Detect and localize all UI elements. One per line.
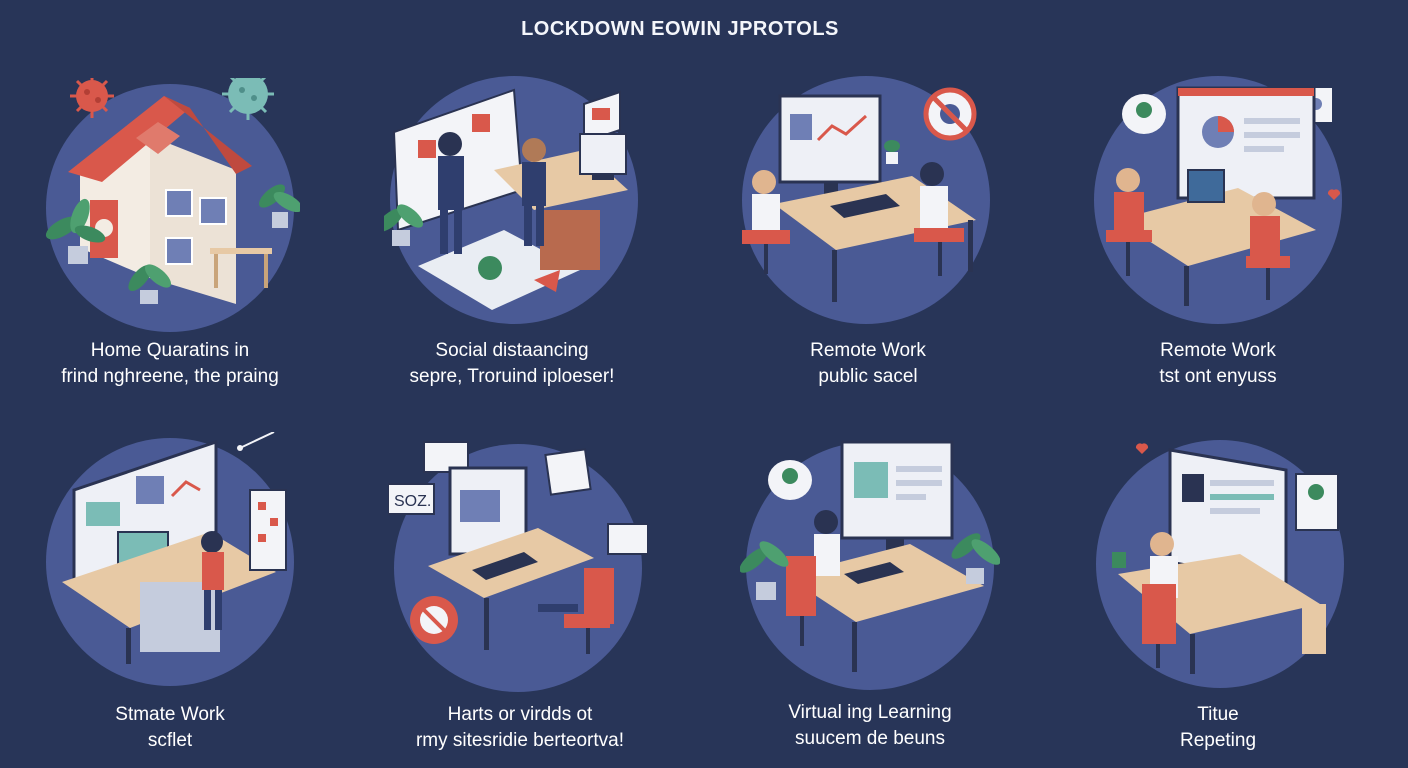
page-title: LOCKDOWN EOWIN JPROTOLS [521,18,839,40]
panel-social-distancing [384,70,644,330]
panel-caption: Harts or virdds ot rmy sitesridie berteo… [415,704,624,751]
virus-icon [70,78,114,118]
plant-icon [951,533,1000,584]
panel-titue-repeting [1090,434,1350,694]
panel-virtual-learning [740,436,1000,696]
no-virus-icon [410,596,458,644]
plant-icon [384,204,424,246]
panel-harts-virdds: SOZ. [388,438,648,698]
panel-caption: Stmate Work scflet [115,704,225,751]
panel-caption: Titue Repeting [1179,704,1257,751]
panel-caption: Social distaancing sepre, Troruind iploe… [409,340,615,387]
panel-caption: Virtual ing Learning suucem de beuns [788,702,952,749]
no-virus-icon [923,87,977,141]
panel-caption: Remote Work public sacel [810,340,926,387]
plant-icon [740,541,789,600]
panel-state-work [40,432,300,692]
panel-caption: Home Quaratins in frind nghreene, the pr… [61,340,279,387]
plant-icon [45,198,106,264]
plant-icon [258,184,300,228]
plant-icon [128,264,172,304]
panel-remote-work-public [736,70,996,330]
learning-icon [740,440,1000,690]
panel-caption: Remote Work tst ont enyuss [1159,340,1277,387]
desk-icon [742,76,990,324]
panel-home-quarantine [40,78,300,338]
virus-icon [222,78,274,120]
panel-remote-work [1088,70,1348,330]
chat-desk-icon: SOZ. [388,441,648,692]
house-icon [45,78,300,332]
desk-icon [1094,76,1342,324]
svg-text:SOZ.: SOZ. [394,493,431,510]
office-icon [384,76,638,324]
monitor-icon [1096,440,1344,688]
workstation-icon [46,432,294,686]
